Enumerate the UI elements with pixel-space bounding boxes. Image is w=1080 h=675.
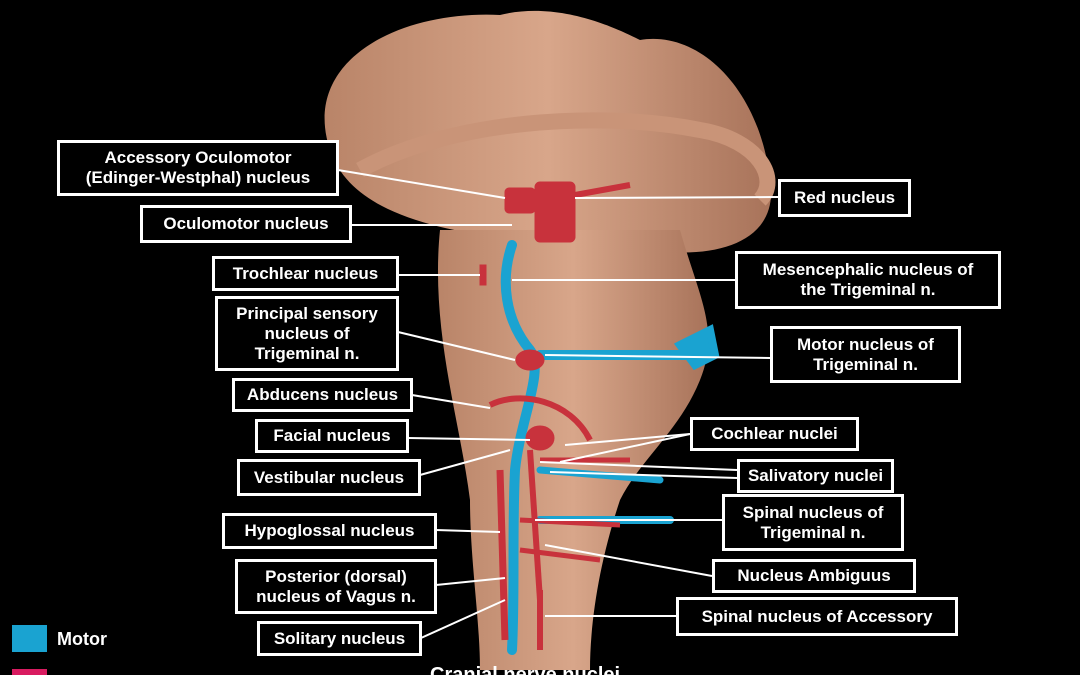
label-line: Hypoglossal nucleus <box>244 521 415 540</box>
thalamus <box>324 10 772 253</box>
label-line: (Edinger-Westphal) nucleus <box>85 168 311 187</box>
label-line: Spinal nucleus of Accessory <box>701 606 933 626</box>
label-line: Principal sensory <box>236 303 378 323</box>
label-line: Vestibular nucleus <box>253 467 405 487</box>
label-vestibular-nucleus: Vestibular nucleus <box>237 459 421 496</box>
label-line: Mesencephalic nucleus of <box>762 260 974 279</box>
label-spinal-nucleus-accessory: Spinal nucleus of Accessory <box>676 597 958 636</box>
label-solitary-nucleus: Solitary nucleus <box>257 621 422 656</box>
label-line: Trochlear nucleus <box>232 263 379 283</box>
label-line: Solitary nucleus <box>273 628 406 648</box>
label-line: Red nucleus <box>793 188 896 207</box>
label-red-nucleus: Red nucleus <box>778 179 911 217</box>
label-accessory-oculomotor-nucleus: Accessory Oculomotor(Edinger-Westphal) n… <box>57 140 339 196</box>
label-hypoglossal-nucleus: Hypoglossal nucleus <box>222 513 437 549</box>
label-line: Oculomotor nucleus <box>163 214 329 233</box>
label-line: Accessory Oculomotor <box>104 148 292 167</box>
pointer-lines <box>337 169 779 639</box>
brainstem <box>437 230 709 670</box>
label-line: Motor nucleus of <box>797 334 934 354</box>
legend-swatch-motor <box>12 625 47 652</box>
optic-tract <box>356 112 776 206</box>
label-trochlear-nucleus: Trochlear nucleus <box>212 256 399 291</box>
label-line: Salivatory nuclei <box>747 466 884 485</box>
label-line: Trigeminal n. <box>813 354 918 374</box>
legend-swatch-sensory <box>12 669 47 675</box>
sensory-nuclei <box>479 181 631 650</box>
label-oculomotor-nucleus: Oculomotor nucleus <box>140 205 352 243</box>
label-line: Posterior (dorsal) <box>265 566 407 586</box>
label-posterior-nucleus-vagus: Posterior (dorsal)nucleus of Vagus n. <box>235 559 437 614</box>
legend-label-motor: Motor <box>57 629 107 649</box>
label-facial-nucleus: Facial nucleus <box>255 419 409 453</box>
label-line: the Trigeminal n. <box>800 280 936 299</box>
label-line: Trigeminal n. <box>254 343 360 363</box>
label-line: nucleus of Vagus n. <box>256 586 416 606</box>
label-nucleus-ambiguus: Nucleus Ambiguus <box>712 559 916 593</box>
label-salivatory-nuclei: Salivatory nuclei <box>737 459 894 493</box>
label-line: Cochlear nuclei <box>711 424 838 443</box>
label-line: Trigeminal n. <box>760 522 866 542</box>
label-abducens-nucleus: Abducens nucleus <box>232 378 413 412</box>
label-line: nucleus of <box>264 323 350 343</box>
label-line: Nucleus Ambiguus <box>737 566 891 585</box>
label-line: Spinal nucleus of <box>742 502 884 522</box>
figure-caption: Cranial nerve nuclei <box>430 664 621 675</box>
label-cochlear-nuclei: Cochlear nuclei <box>690 417 859 451</box>
label-line: Facial nucleus <box>273 426 391 445</box>
label-line: Abducens nucleus <box>246 385 399 404</box>
